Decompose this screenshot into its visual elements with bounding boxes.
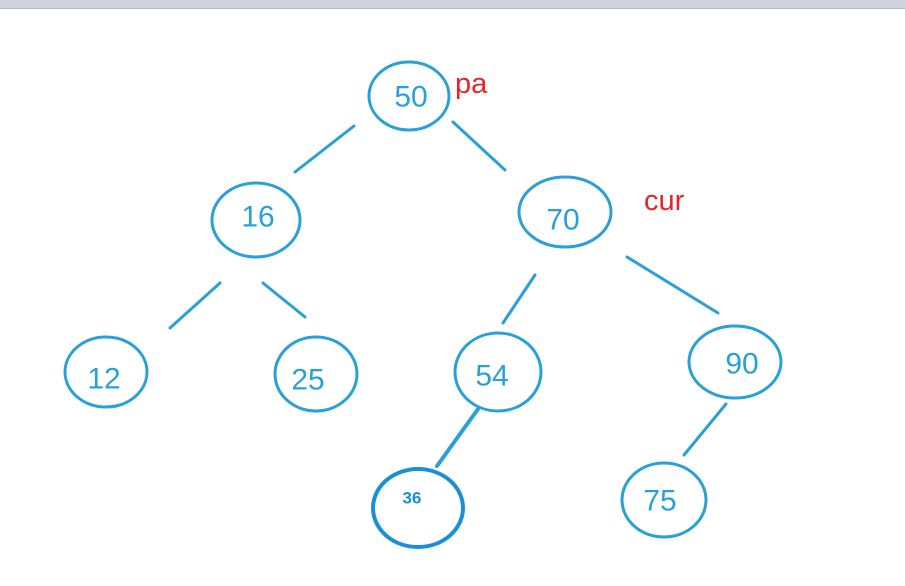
edge-16-25 <box>261 281 307 319</box>
node-90-label: 90 <box>725 348 758 381</box>
node-16-label: 16 <box>241 201 274 234</box>
node-50-circle <box>367 60 451 132</box>
node-70-circle <box>517 175 613 249</box>
node-90-circle <box>687 324 783 400</box>
tree-edges <box>168 120 728 468</box>
edge-70-54 <box>501 273 537 325</box>
node-54-circle <box>453 331 543 413</box>
node-75-circle <box>620 461 708 539</box>
node-54-label: 54 <box>475 360 508 393</box>
edge-16-12 <box>168 281 222 330</box>
top-toolbar-strip <box>0 0 905 9</box>
node-70-label: 70 <box>546 204 579 237</box>
node-36-circle <box>371 467 465 549</box>
tree-nodes <box>63 60 783 549</box>
node-75-label: 75 <box>643 485 676 518</box>
edge-50-70 <box>451 120 507 172</box>
edge-54-36 <box>435 407 480 468</box>
node-25-label: 25 <box>291 364 324 397</box>
node-36-label: 36 <box>403 489 422 508</box>
annotation-pa: pa <box>455 68 488 100</box>
node-25-circle <box>273 335 359 413</box>
node-12-circle <box>63 335 149 409</box>
edge-50-16 <box>293 124 356 174</box>
node-12-label: 12 <box>87 363 120 396</box>
annotation-cur: cur <box>644 185 685 217</box>
node-50-label: 50 <box>394 81 427 114</box>
edge-70-90 <box>625 255 720 315</box>
edge-90-75 <box>682 402 728 457</box>
node-16-circle <box>210 181 302 259</box>
